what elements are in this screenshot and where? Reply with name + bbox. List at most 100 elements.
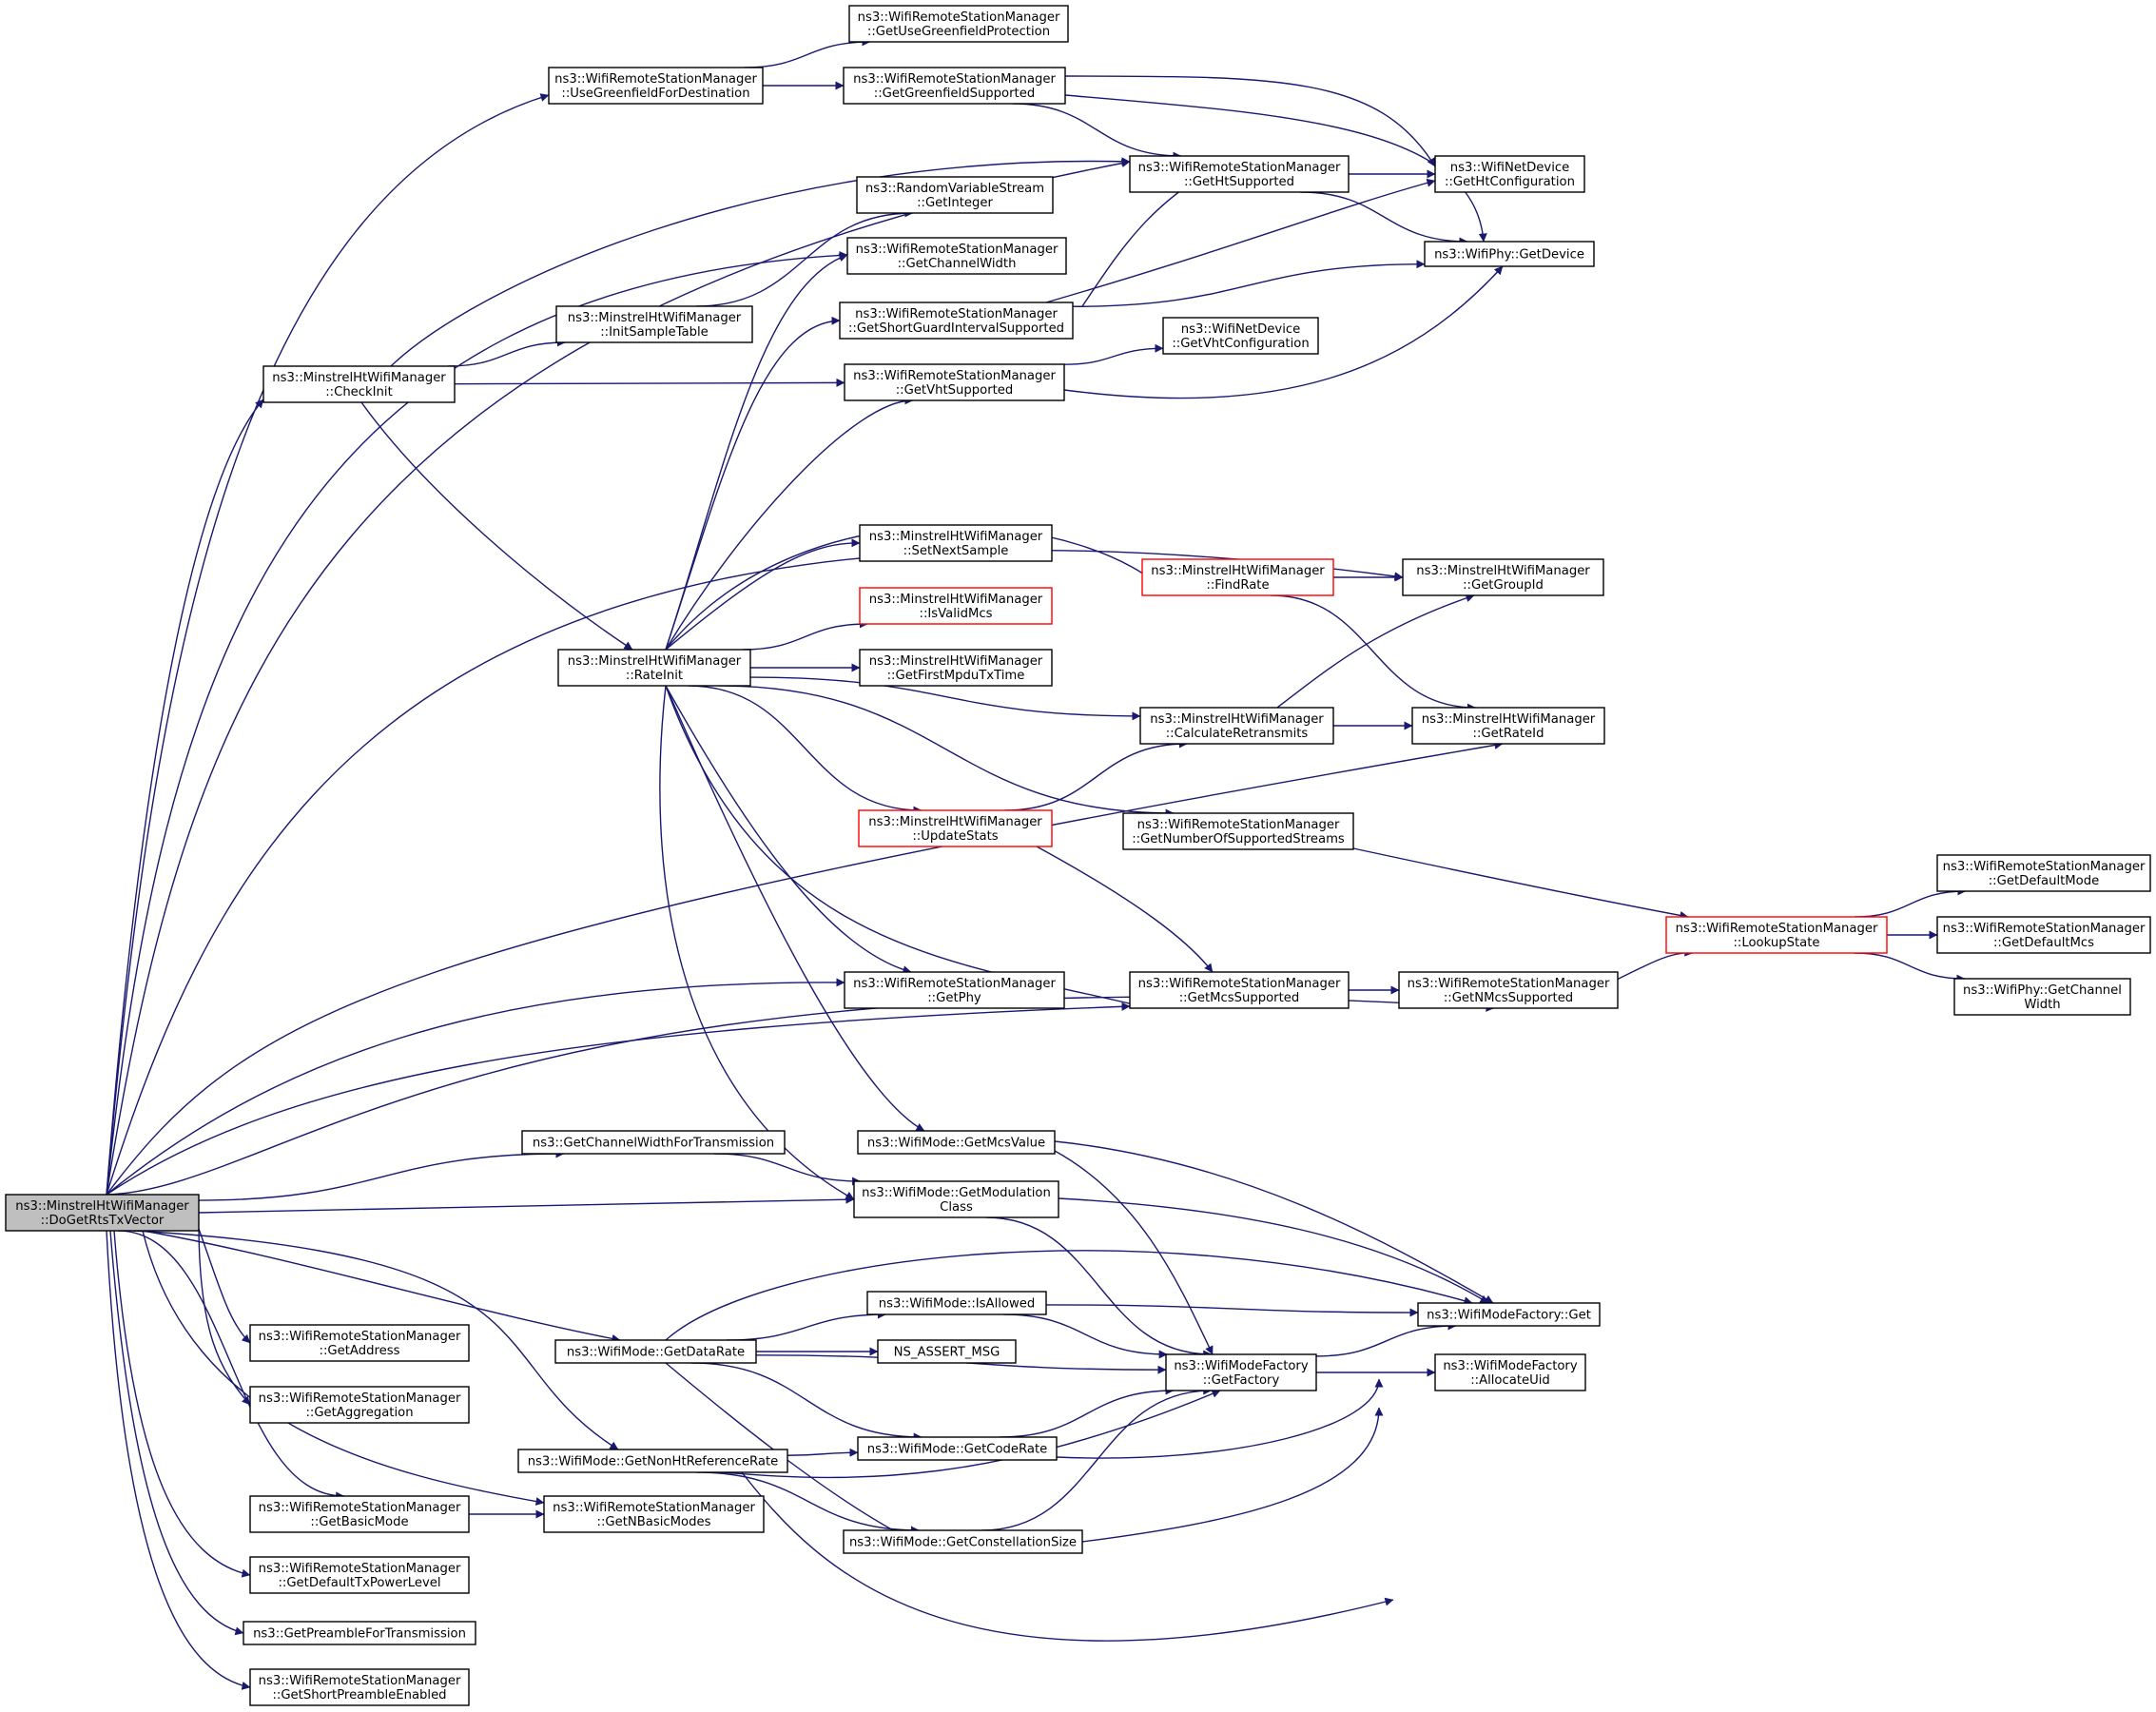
node-label-line: ::GetFirstMpduTxTime: [887, 669, 1025, 683]
node-label-line: ::GetAggregation: [305, 1406, 413, 1420]
call-edge-root-to-getHtSupp: [106, 159, 1131, 1196]
node-label-line: ::GetDefaultMode: [1989, 874, 2100, 888]
node-getHtConf[interactable]: ns3::WifiNetDevice::GetHtConfiguration: [1434, 155, 1585, 193]
node-defMcs[interactable]: ns3::WifiRemoteStationManager::GetDefaul…: [1936, 916, 2151, 954]
node-getChanW[interactable]: ns3::WifiRemoteStationManager::GetChanne…: [846, 237, 1067, 275]
node-box: [1129, 155, 1350, 193]
node-rateInit[interactable]: ns3::MinstrelHtWifiManager::RateInit: [557, 649, 751, 687]
node-label-line: ::SetNextSample: [903, 544, 1009, 558]
node-checkInit[interactable]: ns3::MinstrelHtWifiManager::CheckInit: [262, 365, 456, 403]
node-numStreams[interactable]: ns3::WifiRemoteStationManager::GetNumber…: [1122, 812, 1354, 850]
node-shortPre[interactable]: ns3::WifiRemoteStationManager::GetShortP…: [249, 1668, 470, 1706]
node-dataRate[interactable]: ns3::WifiMode::GetDataRate: [554, 1339, 757, 1364]
node-root[interactable]: ns3::MinstrelHtWifiManager::DoGetRtsTxVe…: [5, 1194, 200, 1232]
node-getRateId[interactable]: ns3::MinstrelHtWifiManager::GetRateId: [1411, 707, 1605, 745]
node-label-line: ns3::RandomVariableStream: [865, 182, 1044, 196]
node-label-line: ns3::MinstrelHtWifiManager: [869, 530, 1043, 544]
node-label-line: ns3::WifiRemoteStationManager: [1943, 860, 2146, 874]
node-preamble[interactable]: ns3::GetPreambleForTransmission: [243, 1621, 476, 1645]
node-mcsValue[interactable]: ns3::WifiMode::GetMcsValue: [857, 1130, 1056, 1155]
node-getGroupId[interactable]: ns3::MinstrelHtWifiManager::GetGroupId: [1402, 558, 1604, 596]
node-allocUid[interactable]: ns3::WifiModeFactory::AllocateUid: [1434, 1353, 1586, 1391]
node-useGf[interactable]: ns3::WifiRemoteStationManager::UseGreenf…: [548, 67, 764, 105]
node-box: [543, 1495, 765, 1533]
node-firstMpdu[interactable]: ns3::MinstrelHtWifiManager::GetFirstMpdu…: [859, 649, 1053, 687]
node-label-line: ns3::MinstrelHtWifiManager: [1416, 564, 1590, 578]
node-getAggr[interactable]: ns3::WifiRemoteStationManager::GetAggreg…: [249, 1386, 470, 1424]
call-edge-checkInit-to-getVhtSupp: [454, 378, 845, 387]
node-box: [262, 365, 456, 403]
node-label-line: ::GetFactory: [1203, 1373, 1280, 1388]
node-isValidMcs[interactable]: ns3::MinstrelHtWifiManager::IsValidMcs: [859, 587, 1053, 625]
call-edge-codeRate-to-getFactory: [1000, 1386, 1175, 1438]
node-label-line: ns3::MinstrelHtWifiManager: [1151, 564, 1325, 578]
node-box: [846, 237, 1067, 275]
node-label-line: Width: [2024, 998, 2060, 1012]
call-edge-numStreams-to-lookup: [1352, 847, 1689, 920]
node-getVhtSupp[interactable]: ns3::WifiRemoteStationManager::GetVhtSup…: [844, 363, 1065, 401]
node-getGfSupp[interactable]: ns3::WifiRemoteStationManager::GetGreenf…: [843, 67, 1066, 105]
node-setNext[interactable]: ns3::MinstrelHtWifiManager::SetNextSampl…: [859, 524, 1053, 562]
node-wmfGet[interactable]: ns3::WifiModeFactory::Get: [1417, 1302, 1601, 1327]
call-edge-isAllowed-to-wmfGet: [1045, 1304, 1419, 1317]
node-label-line: ::GetHtConfiguration: [1445, 175, 1575, 189]
node-box: [1165, 1353, 1317, 1391]
call-edge-dataRate-to-wmfGet: [665, 1250, 1473, 1341]
node-label-line: ns3::WifiMode::GetMcsValue: [867, 1137, 1045, 1151]
node-label-line: ns3::MinstrelHtWifiManager: [15, 1199, 189, 1214]
node-assertMsg[interactable]: NS_ASSERT_MSG: [877, 1339, 1017, 1364]
node-box: [554, 1339, 757, 1364]
node-phyGetDev[interactable]: ns3::WifiPhy::GetDevice: [1424, 241, 1595, 267]
node-box: [1411, 707, 1605, 745]
node-nonHtRef[interactable]: ns3::WifiMode::GetNonHtReferenceRate: [517, 1449, 788, 1473]
node-constSize[interactable]: ns3::WifiMode::GetConstellationSize: [843, 1529, 1083, 1554]
node-defMode[interactable]: ns3::WifiRemoteStationManager::GetDefaul…: [1936, 854, 2151, 892]
node-label-line: ns3::WifiRemoteStationManager: [1137, 818, 1340, 832]
node-getFactory[interactable]: ns3::WifiModeFactory::GetFactory: [1165, 1353, 1317, 1391]
call-edge-rateInit-to-setNext: [665, 538, 861, 651]
node-box: [1162, 317, 1319, 355]
node-getVhtConf[interactable]: ns3::WifiNetDevice::GetVhtConfiguration: [1162, 317, 1319, 355]
node-calcRetr[interactable]: ns3::MinstrelHtWifiManager::CalculateRet…: [1139, 707, 1334, 745]
node-getHtSupp[interactable]: ns3::WifiRemoteStationManager::GetHtSupp…: [1129, 155, 1350, 193]
node-rvsGetInt[interactable]: ns3::RandomVariableStream::GetInteger: [856, 176, 1054, 214]
node-nBasic[interactable]: ns3::WifiRemoteStationManager::GetNBasic…: [543, 1495, 765, 1533]
node-defTxPow[interactable]: ns3::WifiRemoteStationManager::GetDefaul…: [249, 1556, 470, 1594]
node-mcsSupp[interactable]: ns3::WifiRemoteStationManager::GetMcsSup…: [1129, 971, 1350, 1009]
node-label-line: ns3::WifiRemoteStationManager: [1676, 922, 1878, 936]
call-edge-rateInit-to-calcRetr: [749, 676, 1141, 721]
node-isAllowed[interactable]: ns3::WifiMode::IsAllowed: [866, 1291, 1047, 1315]
node-findRate[interactable]: ns3::MinstrelHtWifiManager::FindRate: [1141, 558, 1334, 596]
call-edge-rateInit-to-isValidMcs: [742, 619, 868, 651]
node-basicMode[interactable]: ns3::WifiRemoteStationManager::GetBasicM…: [249, 1495, 470, 1533]
call-edge-root-to-getAggr: [198, 1228, 251, 1406]
call-edge-root-to-shortPre: [106, 1230, 251, 1690]
node-label-line: ::GetNMcsSupported: [1444, 991, 1573, 1005]
node-phyChanW[interactable]: ns3::WifiPhy::GetChannelWidth: [1953, 978, 2131, 1016]
node-label-line: ns3::WifiRemoteStationManager: [853, 369, 1056, 383]
node-box: [1953, 978, 2131, 1016]
node-getAddr[interactable]: ns3::WifiRemoteStationManager::GetAddres…: [249, 1324, 470, 1362]
node-box: [1139, 707, 1334, 745]
node-label-line: ns3::WifiRemoteStationManager: [259, 1330, 461, 1344]
node-lookup[interactable]: ns3::WifiRemoteStationManager::LookupSta…: [1665, 916, 1888, 954]
node-label-line: ::UseGreenfieldForDestination: [561, 87, 749, 101]
node-label-line: ns3::MinstrelHtWifiManager: [568, 654, 742, 669]
call-edge-root-to-dataRate: [142, 1230, 621, 1343]
node-label-line: ns3::WifiMode::GetModulation: [862, 1186, 1051, 1200]
node-initSample[interactable]: ns3::MinstrelHtWifiManager::InitSampleTa…: [555, 305, 753, 343]
node-label-line: ns3::GetChannelWidthForTransmission: [533, 1137, 774, 1151]
node-chanWTx[interactable]: ns3::GetChannelWidthForTransmission: [521, 1130, 786, 1155]
node-getPhy[interactable]: ns3::WifiRemoteStationManager::GetPhy: [844, 971, 1065, 1009]
node-nMcs[interactable]: ns3::WifiRemoteStationManager::GetNMcsSu…: [1398, 971, 1619, 1009]
node-getUseGfProt[interactable]: ns3::WifiRemoteStationManager::GetUseGre…: [848, 5, 1069, 43]
node-codeRate[interactable]: ns3::WifiMode::GetCodeRate: [857, 1436, 1058, 1461]
call-edge-getHtSupp-to-phyGetDev: [1300, 191, 1468, 246]
node-label-line: ns3::WifiRemoteStationManager: [553, 1501, 755, 1515]
node-box: [857, 1436, 1058, 1461]
call-edge-checkInit-to-rateInit: [360, 401, 633, 651]
node-getSgi[interactable]: ns3::WifiRemoteStationManager::GetShortG…: [839, 302, 1074, 340]
node-box: [839, 302, 1074, 340]
node-updStats[interactable]: ns3::MinstrelHtWifiManager::UpdateStats: [858, 809, 1053, 847]
